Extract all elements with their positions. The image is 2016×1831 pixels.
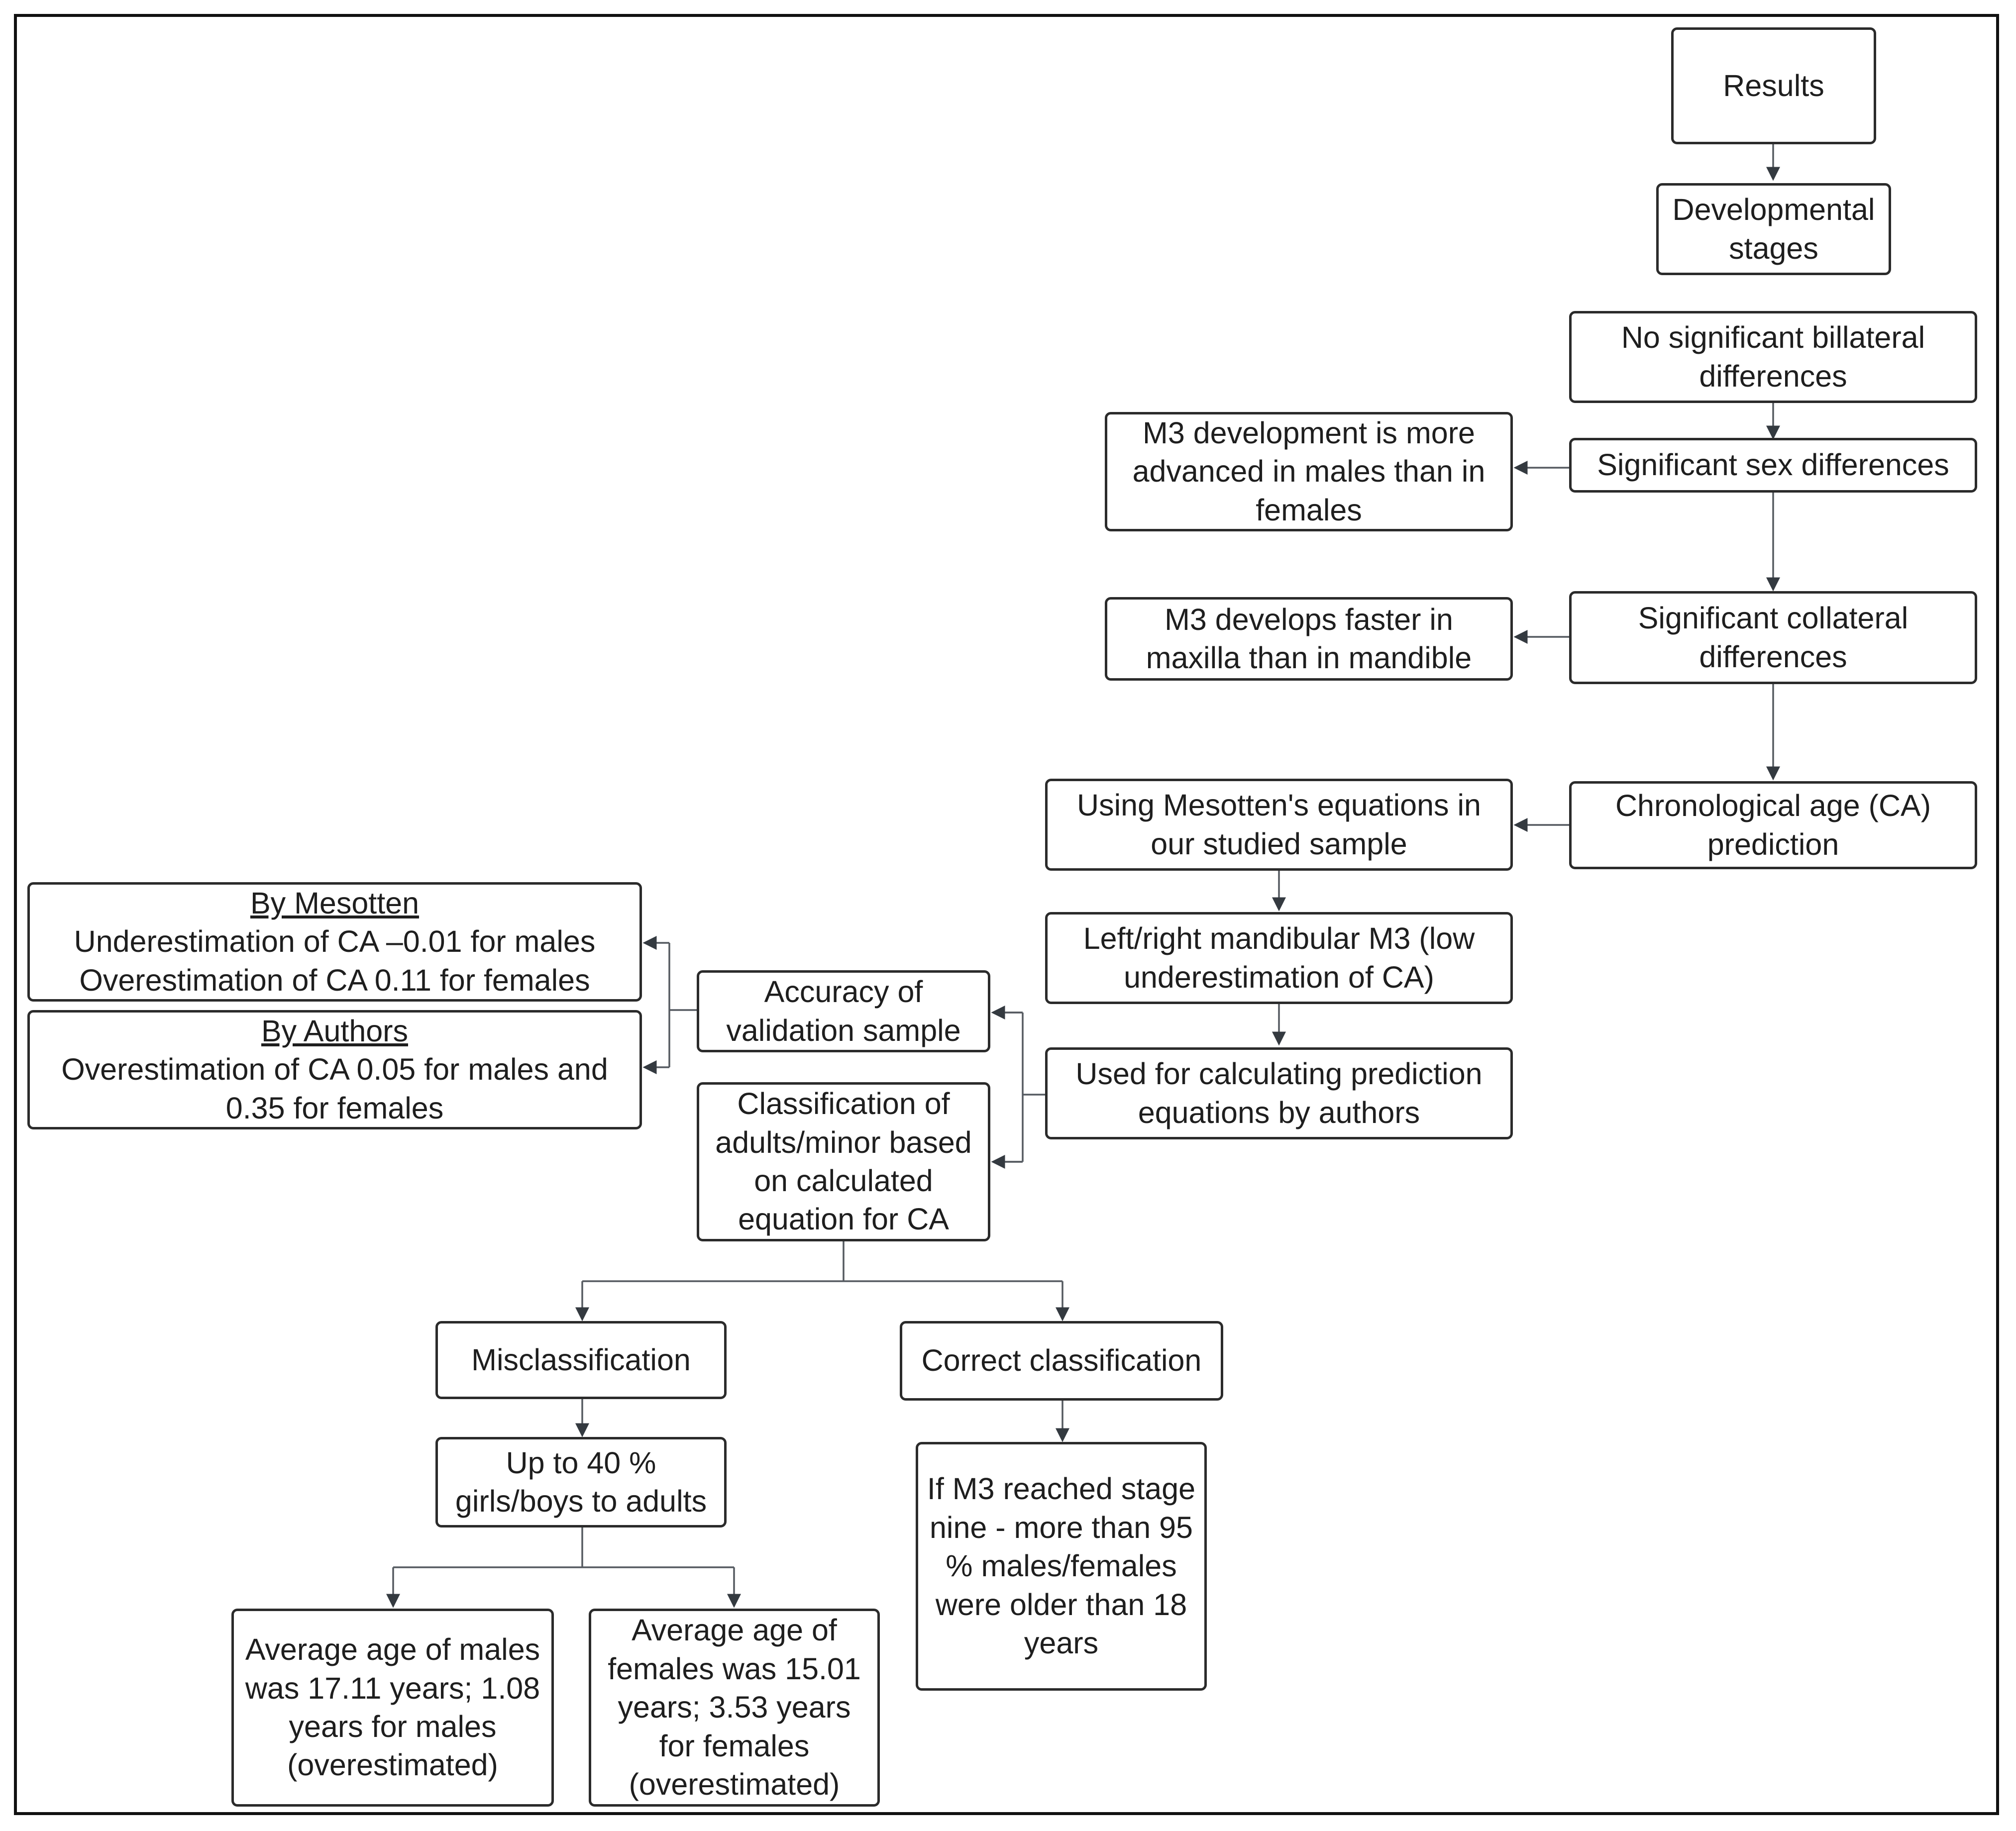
developmental-stages-node: Developmental stages [1656, 183, 1891, 275]
bracket-used-to-accuracy-and-classification [993, 1012, 1045, 1163]
collateral-differences-label: Significant collateral differences [1638, 601, 1909, 674]
sex-differences-node: Significant sex differences [1569, 438, 1977, 493]
by-authors-heading: By Authors [261, 1014, 408, 1048]
by-mesotten-node: By Mesotten Underestimation of CA –0.01 … [27, 882, 642, 1002]
ca-prediction-node: Chronological age (CA) prediction [1569, 781, 1977, 869]
average-age-males-label: Average age of males was 17.11 years; 1.… [245, 1632, 540, 1782]
m3-maxilla-label: M3 develops faster in maxilla than in ma… [1146, 602, 1472, 675]
no-bilateral-differences-node: No significant billateral differences [1569, 311, 1977, 403]
by-mesotten-line2: Overestimation of CA 0.11 for females [79, 963, 590, 997]
misclassification-node: Misclassification [435, 1321, 727, 1399]
mandibular-m3-label: Left/right mandibular M3 (low underestim… [1083, 921, 1475, 994]
ca-prediction-label: Chronological age (CA) prediction [1615, 789, 1931, 861]
by-authors-line1: Overestimation of CA 0.05 for males and … [61, 1052, 608, 1125]
classification-label: Classification of adults/minor based on … [715, 1087, 972, 1236]
classification-node: Classification of adults/minor based on … [697, 1082, 990, 1241]
average-age-females-label: Average age of females was 15.01 years; … [608, 1613, 861, 1802]
results-label: Results [1723, 68, 1824, 102]
up-to-40-node: Up to 40 % girls/boys to adults [435, 1437, 727, 1527]
tree-upto40-to-averages [393, 1527, 734, 1568]
accuracy-label: Accuracy of validation sample [726, 975, 961, 1047]
m3-males-advanced-node: M3 development is more advanced in males… [1105, 412, 1513, 531]
accuracy-node: Accuracy of validation sample [697, 970, 990, 1052]
correct-classification-label: Correct classification [921, 1343, 1202, 1378]
mesotten-equations-node: Using Mesotten's equations in our studie… [1045, 779, 1513, 871]
m3-males-advanced-label: M3 development is more advanced in males… [1132, 415, 1485, 527]
misclassification-label: Misclassification [471, 1342, 691, 1377]
stage-nine-node: If M3 reached stage nine - more than 95 … [916, 1442, 1207, 1691]
by-authors-node: By Authors Overestimation of CA 0.05 for… [27, 1010, 642, 1129]
used-for-calculation-label: Used for calculating prediction equation… [1075, 1057, 1483, 1129]
by-mesotten-line1: Underestimation of CA –0.01 for males [74, 924, 596, 959]
used-for-calculation-node: Used for calculating prediction equation… [1045, 1047, 1513, 1139]
mandibular-m3-node: Left/right mandibular M3 (low underestim… [1045, 912, 1513, 1004]
by-mesotten-heading: By Mesotten [250, 886, 420, 920]
sex-differences-label: Significant sex differences [1597, 448, 1949, 482]
average-age-females-node: Average age of females was 15.01 years; … [589, 1609, 880, 1807]
average-age-males-node: Average age of males was 17.11 years; 1.… [231, 1609, 554, 1807]
stage-nine-label: If M3 reached stage nine - more than 95 … [927, 1472, 1196, 1660]
developmental-stages-label: Developmental stages [1672, 193, 1875, 265]
collateral-differences-node: Significant collateral differences [1569, 591, 1977, 684]
tree-classification-to-outcomes [582, 1241, 1062, 1282]
m3-maxilla-node: M3 develops faster in maxilla than in ma… [1105, 597, 1513, 681]
results-node: Results [1671, 27, 1876, 144]
bracket-accuracy-to-subresults [668, 943, 697, 1067]
mesotten-equations-label: Using Mesotten's equations in our studie… [1077, 788, 1481, 861]
figure-border [14, 14, 1999, 1815]
no-bilateral-differences-label: No significant billateral differences [1621, 320, 1925, 393]
correct-classification-node: Correct classification [900, 1321, 1223, 1401]
up-to-40-label: Up to 40 % girls/boys to adults [455, 1445, 707, 1518]
